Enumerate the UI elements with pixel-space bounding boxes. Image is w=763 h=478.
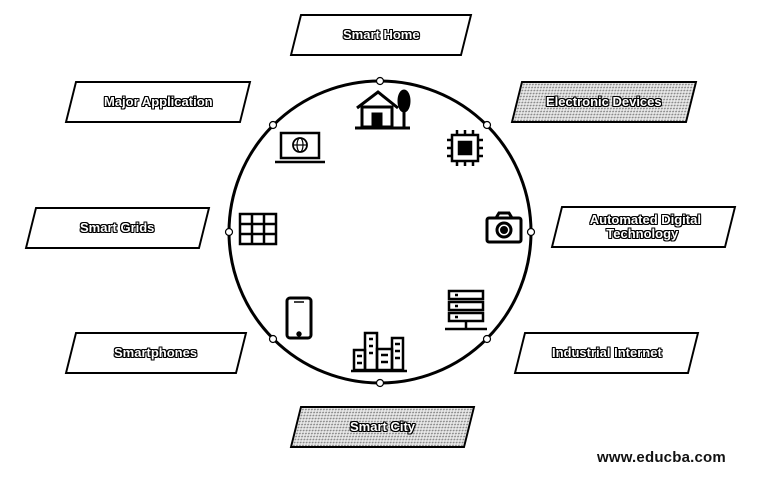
camera-icon [485,211,523,244]
label-industrial-internet: Industrial Internet [513,332,700,374]
label-smart-grids: Smart Grids [24,207,211,249]
watermark-text: www.educba.com [597,449,726,466]
label-electronic-devices-text: Electronic Devices [546,94,662,109]
label-automated-digital-line2: Technology [605,226,678,241]
label-smart-grids-text: Smart Grids [80,220,155,235]
label-smart-city-text: Smart City [349,419,416,434]
label-electronic-devices: Electronic Devices [510,81,698,123]
connector-dots [224,76,536,388]
chip-icon [447,130,483,166]
label-smartphones: Smartphones [64,332,248,374]
server-icon [445,289,487,331]
label-smart-home: Smart Home [289,14,473,56]
buildings-icon [351,331,407,373]
label-smartphones-text: Smartphones [114,345,198,360]
label-industrial-internet-text: Industrial Internet [551,345,662,360]
grid-panel-icon [238,212,278,246]
label-major-application: Major Application [64,81,252,123]
laptop-globe-icon [275,131,325,164]
label-automated-digital-line1: Automated Digital [589,212,701,227]
label-automated-digital-technology: Automated Digital Technology [550,206,737,248]
house-icon [355,89,411,130]
label-major-application-text: Major Application [103,94,213,109]
tablet-icon [285,296,313,340]
label-smart-city: Smart City [289,406,476,448]
label-smart-home-text: Smart Home [342,27,420,42]
